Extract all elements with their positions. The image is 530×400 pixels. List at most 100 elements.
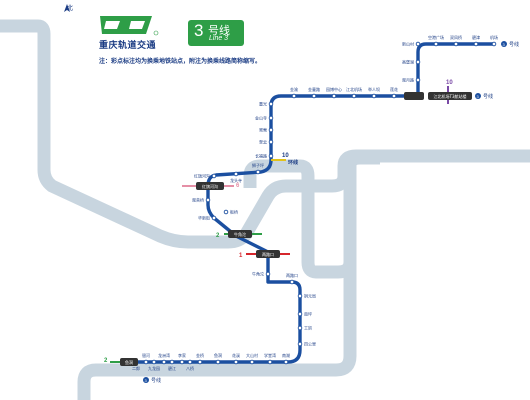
hub-label-lianglu: 两路口 <box>262 251 274 257</box>
station-label-longtou: 金童路 <box>308 86 320 92</box>
station-dot-tongyuanju[interactable] <box>297 293 303 299</box>
terminal-top-dot <box>501 41 507 47</box>
station-label-huanglong: 龙头寺 <box>230 177 242 183</box>
station-dot-xuetangwan[interactable] <box>267 359 273 365</box>
station-dot-tongjiayuanzi[interactable] <box>268 153 274 159</box>
station-dot-banqiao[interactable] <box>223 209 229 215</box>
station-dot-yinhe[interactable] <box>143 359 149 365</box>
logo-mark-inner <box>104 21 145 29</box>
hub-hongqi[interactable]: 红旗河沟 <box>196 182 224 190</box>
station-dot-jichang[interactable] <box>491 41 497 47</box>
transfer-note: 注：彩点标注均为换乘地铁站点，附注为换乘线路简称缩写。 <box>99 58 262 65</box>
station-dots <box>133 41 497 365</box>
station-label-erlang: 二郎 <box>132 365 140 371</box>
hub-lianglu[interactable]: 两路口 <box>256 250 280 258</box>
station-label-jialing: 狮子坪 <box>252 162 264 168</box>
transfer-2b-label: 2 <box>104 358 108 364</box>
station-label-yinhe: 银河 <box>142 352 150 358</box>
station-dot-yuanyang[interactable] <box>291 93 297 99</box>
station-dot-huaxi[interactable] <box>233 359 239 365</box>
hub-yudong[interactable]: 鱼洞 <box>120 358 138 366</box>
station-dot-huanglong[interactable] <box>233 171 239 177</box>
line-badge-name-en: Line 3 <box>209 35 229 42</box>
station-dot-bishan[interactable] <box>473 41 479 47</box>
transfer-6-label: 6 <box>236 183 240 189</box>
station-dot-jinqiao[interactable] <box>197 359 203 365</box>
station-label-xinshancun: 新山村 <box>402 41 414 47</box>
hub-niujiao[interactable]: 牛角沱 <box>228 230 252 238</box>
station-dot-guanyinge[interactable] <box>415 77 421 83</box>
yangtze-river-lower <box>77 230 357 400</box>
station-dot-sigongli[interactable] <box>297 341 303 347</box>
registered-mark <box>153 30 159 36</box>
station-label-tongyuanju: 铜元局 <box>304 293 316 299</box>
station-dot-guanyinqiao[interactable] <box>205 197 211 203</box>
station-dot-dayancun[interactable] <box>249 359 255 365</box>
line3-track <box>128 42 494 364</box>
station-dot-yudong[interactable] <box>215 359 221 365</box>
hub-label-yudong: 鱼洞 <box>125 359 133 365</box>
station-label-jinxin: 金山寺 <box>255 115 267 121</box>
hub-label-hongqi: 红旗河沟 <box>202 183 218 189</box>
station-dot-gaobu[interactable] <box>415 59 421 65</box>
line-badge-number: 3 <box>194 21 204 40</box>
hub-label-niujiao: 牛角沱 <box>234 231 246 237</box>
station-label-bishan: 碧津 <box>472 34 480 40</box>
station-dot-lijia[interactable] <box>179 359 185 365</box>
station-label-sigongli: 四公里 <box>304 341 316 347</box>
station-dot-bijiang[interactable] <box>169 359 175 365</box>
station-dot-jiulongyuan[interactable] <box>151 359 157 365</box>
terminal-mid-dot <box>475 93 481 99</box>
station-dot-shuangfengt[interactable] <box>433 41 439 47</box>
station-label-jiulongyuan: 九龙园 <box>148 365 160 371</box>
station-label-guanyinqiao: 观音桥 <box>192 197 204 203</box>
transfer-10-label: 10 <box>446 80 453 86</box>
station-dot-longtou[interactable] <box>311 93 317 99</box>
station-label-nanhu: 南湖 <box>282 352 290 358</box>
station-label-hongqihegou: 红旗河沟 <box>194 173 210 179</box>
station-dot-gongmao[interactable] <box>297 325 303 331</box>
station-dot-huaxinjie[interactable] <box>211 215 217 221</box>
station-dot-longtousi[interactable] <box>268 139 274 145</box>
station-label-nanping: 南坪 <box>304 311 312 317</box>
station-label-luxian: 莲花 <box>390 86 398 92</box>
station-dot-baqiao[interactable] <box>187 359 193 365</box>
yangtze-river <box>243 151 380 279</box>
station-dot-nanping[interactable] <box>297 311 303 317</box>
station-dot-jialing[interactable] <box>255 169 261 175</box>
station-dot-xinshancun[interactable] <box>415 41 421 47</box>
station-label-lijia: 李家 <box>178 352 186 358</box>
station-dot-dazhulin[interactable] <box>268 127 274 133</box>
station-label-gaobu: 高堡湖 <box>402 59 414 65</box>
station-dot-hongqihegou[interactable] <box>211 173 217 179</box>
terminal-bot-num: 3 <box>145 378 148 383</box>
station-dot-shiyangpo[interactable] <box>268 101 274 107</box>
station-label-tongjiayuanzi: 长福路 <box>255 153 267 159</box>
station-dot-niujiaotuo[interactable] <box>265 271 271 277</box>
station-label-gongmao: 工贸 <box>304 325 312 331</box>
station-dot-luxian[interactable] <box>391 93 397 99</box>
line-badge-name-cn: 号线 <box>208 24 230 37</box>
station-label-longtousi: 翠云 <box>259 140 267 145</box>
station-dot-yuanbo[interactable] <box>331 93 337 99</box>
hub-jiangbei[interactable]: 江北机场T3航站楼 <box>428 92 472 100</box>
station-dot-lianglukou[interactable] <box>289 279 295 285</box>
station-dot-jinxin[interactable] <box>268 115 274 121</box>
station-label-guanyinge: 观月路 <box>402 77 414 83</box>
station-dot-nanhu[interactable] <box>283 359 289 365</box>
transfer-10b-label: 10 <box>282 153 289 159</box>
transfer-lines <box>110 86 449 363</box>
station-label-banqiao: 板桥 <box>230 209 238 215</box>
station-dot-shuangfeng[interactable] <box>453 41 459 47</box>
station-dot-xuxia[interactable] <box>371 93 377 99</box>
station-dot-jiangbei[interactable] <box>351 93 357 99</box>
station-labels: 机场碧津双凤桥空港广场高堡湖观月路莲花举人坝江北机场园博中心金童路金渝重光金山寺… <box>132 34 498 371</box>
station-label-yudong: 鱼洞 <box>214 352 222 358</box>
station-label-dazhulin: 鸳鸯 <box>259 127 267 133</box>
station-label-bijiang: 碧江 <box>168 365 176 371</box>
river-layer <box>0 19 530 400</box>
transfer-2a-label: 2 <box>216 233 220 239</box>
station-dot-longzhouwan[interactable] <box>161 359 167 365</box>
hub-lianglu-top[interactable] <box>404 92 424 100</box>
